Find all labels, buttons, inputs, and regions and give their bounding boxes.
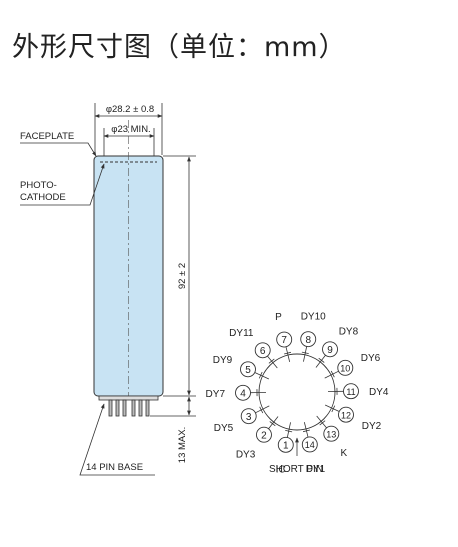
pin-tick xyxy=(259,406,264,414)
pin-6: 6 DY11 xyxy=(229,328,278,369)
pin-circle xyxy=(277,436,294,453)
pin-9: 9 DY8 xyxy=(315,326,359,368)
pin-circle xyxy=(256,426,272,443)
pin-number: 11 xyxy=(346,387,355,397)
base-view: 1IC2DY33DY54DY75DY96DY117P8DY109DY810DY6… xyxy=(206,312,389,476)
pin-tick xyxy=(268,358,275,364)
pin-label: DY5 xyxy=(214,423,234,434)
pin-lead xyxy=(267,355,278,369)
pin-tick xyxy=(302,429,310,433)
pin-11: 11 DY4 xyxy=(327,383,389,400)
pin-13: 13K xyxy=(316,415,348,459)
length-label: 92 ± 2 xyxy=(177,263,188,289)
inner-diameter-label: φ23 MIN. xyxy=(111,124,150,135)
pin-label: DY3 xyxy=(236,450,256,461)
pin-8: 8 DY10 xyxy=(300,312,326,362)
pin-circle xyxy=(301,436,318,453)
pin-label: DY9 xyxy=(213,355,233,366)
pin-number: 5 xyxy=(245,365,251,376)
faceplate-label: FACEPLATE xyxy=(20,131,74,142)
pin-lead xyxy=(315,354,326,368)
faceplate-leader xyxy=(20,142,97,157)
pin-4: 4 DY7 xyxy=(206,384,267,401)
pin-lead xyxy=(303,422,309,438)
pin-number: 8 xyxy=(305,335,311,346)
short-pin-label: SHORT PIN xyxy=(269,464,323,475)
pin-number: 3 xyxy=(246,412,252,423)
pin-lead xyxy=(286,422,291,438)
pin-circle xyxy=(323,425,340,442)
pin-tick xyxy=(318,357,325,363)
pin-lead xyxy=(324,404,340,412)
pin-tick xyxy=(258,371,263,379)
pin-number: 4 xyxy=(240,388,246,399)
pin-label: DY4 xyxy=(369,387,389,398)
pin-circle xyxy=(337,359,354,376)
pin-circle xyxy=(240,361,256,378)
pin-number: 1 xyxy=(283,440,289,451)
pin-lead xyxy=(324,370,339,379)
pin-tick xyxy=(330,370,335,378)
pin-label: DY2 xyxy=(362,421,382,432)
outer-diameter-label: φ28.2 ± 0.8 xyxy=(106,104,154,115)
base-length-label: 13 MAX. xyxy=(177,427,188,463)
pin-circle xyxy=(338,406,354,423)
pin-tick xyxy=(285,430,293,433)
pin-number: 13 xyxy=(326,429,336,439)
pin-base-label: 14 PIN BASE xyxy=(86,462,143,473)
pin-circle xyxy=(300,331,317,348)
photocathode-label-line2: CATHODE xyxy=(20,192,66,203)
pin-number: 2 xyxy=(261,430,267,441)
photocathode-label-line1: PHOTO- xyxy=(20,180,57,191)
pin-number: 12 xyxy=(341,410,351,420)
pin-circle xyxy=(254,342,271,359)
pin-lead xyxy=(255,405,270,414)
pin-number: 6 xyxy=(260,346,266,357)
pin-label: IC xyxy=(276,464,286,475)
pin-10: 10 DY6 xyxy=(324,353,381,379)
pin-label: DY7 xyxy=(206,389,226,400)
pin-tick xyxy=(319,420,326,426)
base-inner-circle xyxy=(258,353,336,431)
pin-tick xyxy=(269,421,276,427)
pin-lead xyxy=(254,372,270,380)
pin-label: K xyxy=(341,448,348,459)
pin-tick xyxy=(284,351,292,355)
side-view: φ28.2 ± 0.8 φ23 MIN. FACEPLATE PHOTO- CA… xyxy=(20,103,196,476)
pin-base-leader xyxy=(79,403,155,476)
pin-circle xyxy=(343,383,359,400)
tube-base xyxy=(98,395,159,401)
pin-label: DY6 xyxy=(361,353,381,364)
pin-5: 5 DY9 xyxy=(213,355,270,380)
pin-circle xyxy=(235,384,251,401)
pin-circle xyxy=(322,341,338,358)
pin-number: 7 xyxy=(281,335,287,346)
pin-label: DY11 xyxy=(229,328,254,339)
pin-lead xyxy=(268,416,279,430)
pin-7: 7P xyxy=(275,312,293,362)
pin-lead xyxy=(316,415,327,429)
pin-circle xyxy=(276,331,293,348)
base-pins xyxy=(108,399,150,417)
pin-tick xyxy=(331,405,336,413)
pin-label: DY1 xyxy=(306,464,326,475)
pin-tick xyxy=(301,351,309,354)
pin-lead xyxy=(303,346,308,362)
pin-circle xyxy=(240,408,257,425)
pin-label: DY10 xyxy=(301,312,326,323)
pin-label: DY8 xyxy=(339,326,359,337)
pin-lead xyxy=(285,346,291,362)
pin-number: 9 xyxy=(327,345,333,356)
pin-number: 14 xyxy=(305,440,315,450)
pin-label: P xyxy=(275,312,282,323)
page-title: 外形尺寸图（单位：mm） xyxy=(12,32,347,63)
photocathode-leader xyxy=(20,163,105,206)
pin-number: 10 xyxy=(340,363,350,373)
pin-1: 1IC xyxy=(276,422,294,475)
